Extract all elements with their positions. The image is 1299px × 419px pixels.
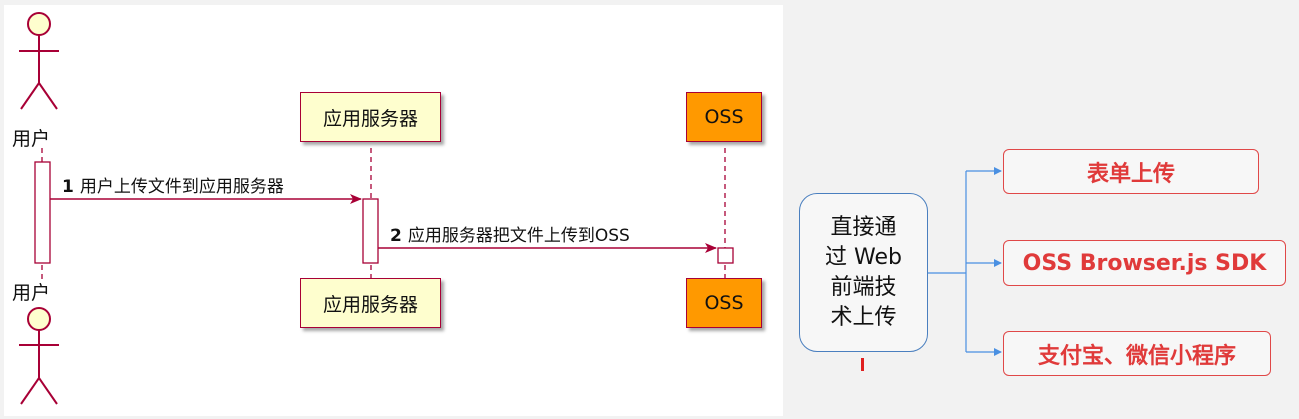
root-line-1: 直接通 xyxy=(830,214,897,240)
message-1-number: 1 xyxy=(62,177,74,197)
connector-trunk xyxy=(928,171,967,352)
message-2-number: 2 xyxy=(390,226,402,246)
root-line-4: 术上传 xyxy=(830,304,897,330)
text-cursor-marker xyxy=(861,358,864,371)
mindmap-root-node: 直接通 过 Web 前端技 术上传 xyxy=(799,193,928,352)
message-2-text: 应用服务器把文件上传到OSS xyxy=(407,226,630,246)
mindmap-child-mini-program: 支付宝、微信小程序 xyxy=(1003,331,1271,376)
actor-top-label: 用户 xyxy=(12,128,51,150)
actor-bottom-figure xyxy=(19,307,59,405)
actor-bottom-label: 用户 xyxy=(12,282,51,304)
oss-participant-bottom: OSS xyxy=(686,278,762,328)
mindmap-child-form-upload: 表单上传 xyxy=(1003,149,1259,194)
root-line-3: 前端技 xyxy=(830,274,897,300)
actor-activation-bar xyxy=(34,161,51,264)
actor-top-figure xyxy=(19,12,59,110)
server-activation-bar xyxy=(362,198,379,264)
mindmap-child-oss-browser-sdk: OSS Browser.js SDK xyxy=(1003,240,1286,286)
root-line-2: 过 Web xyxy=(825,244,902,270)
sequence-graphics xyxy=(19,12,734,405)
server-participant-bottom: 应用服务器 xyxy=(300,278,441,328)
server-participant-top: 应用服务器 xyxy=(300,92,441,142)
message-1-text: 用户上传文件到应用服务器 xyxy=(79,177,284,197)
oss-participant-top: OSS xyxy=(686,92,762,142)
oss-activation-bar xyxy=(717,247,734,264)
